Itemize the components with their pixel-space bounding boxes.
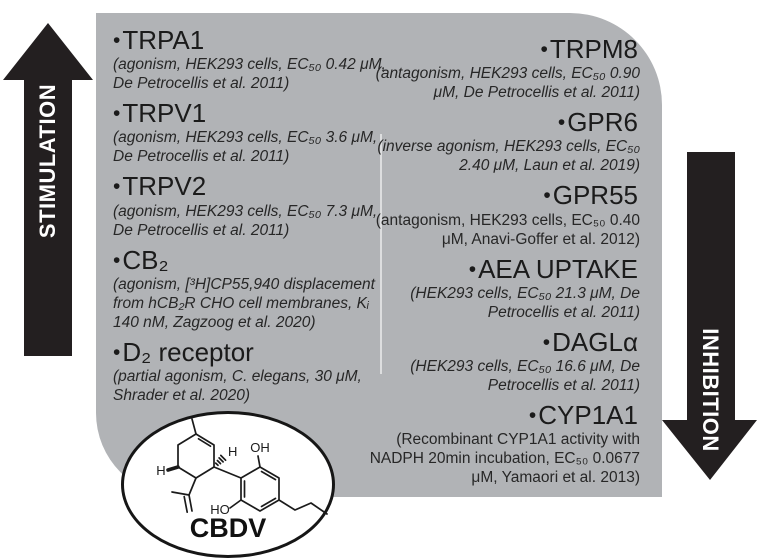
stimulation-label: STIMULATION (35, 83, 60, 239)
target-name-text: TRPM8 (549, 34, 638, 64)
bullet-icon: • (542, 330, 551, 354)
target-name: •TRPV2 (113, 172, 387, 201)
target-name-text: AEA UPTAKE (478, 253, 638, 284)
cbdv-ellipse: H H OH HO CBDV (121, 411, 335, 558)
target-detail: (HEK293 cells, EC₅₀ 16.6 μM, De Petrocel… (410, 358, 640, 395)
target-item-trpv1: •TRPV1 (agonism, HEK293 cells, EC₅₀ 3.6 … (113, 99, 387, 166)
target-name-text: DAGLα (552, 326, 638, 357)
target-name: •TRPA1 (113, 25, 387, 55)
target-name: •DAGLα (366, 326, 640, 357)
target-name: •GPR55 (366, 181, 640, 210)
target-name-text: TRPA1 (122, 25, 205, 55)
bullet-icon: • (113, 248, 121, 272)
target-item-trpm8: •TRPM8 (antagonism, HEK293 cells, EC₅₀ 0… (366, 34, 640, 102)
inhibition-arrow: INHIBITION (662, 152, 757, 480)
inhibition-target-list: •TRPM8 (antagonism, HEK293 cells, EC₅₀ 0… (366, 34, 640, 493)
bullet-icon: • (113, 29, 121, 52)
target-name: •CYP1A1 (366, 401, 640, 430)
target-detail: (agonism, HEK293 cells, EC₅₀ 7.3 μM, De … (113, 202, 378, 239)
target-detail: (Recombinant CYP1A1 activity with NADPH … (369, 431, 640, 487)
compound-name-label: CBDV (189, 513, 267, 543)
target-name: •D₂ receptor (113, 337, 387, 367)
stimulation-target-list: •TRPA1 (agonism, HEK293 cells, EC₅₀ 0.42… (113, 25, 387, 411)
target-name-text: TRPV1 (122, 98, 207, 129)
oh-top-label: OH (250, 440, 270, 455)
bullet-icon: • (468, 257, 477, 281)
target-name-text: TRPV2 (122, 171, 207, 202)
target-item-trpv2: •TRPV2 (agonism, HEK293 cells, EC₅₀ 7.3 … (113, 172, 387, 239)
target-detail: (HEK293 cells, EC₅₀ 21.3 μM, De Petrocel… (410, 284, 640, 321)
target-name: •TRPM8 (366, 34, 640, 64)
bullet-icon: • (543, 184, 551, 208)
bullet-icon: • (113, 102, 121, 126)
column-divider (380, 134, 382, 374)
target-item-dagl-alpha: •DAGLα (HEK293 cells, EC₅₀ 16.6 μM, De P… (366, 326, 640, 395)
target-detail: (antagonism, HEK293 cells, EC₅₀ 0.40 μM,… (375, 211, 640, 248)
bullet-icon: • (540, 38, 548, 61)
target-item-cyp1a1: •CYP1A1 (Recombinant CYP1A1 activity wit… (366, 401, 640, 487)
h-top-label: H (228, 444, 237, 459)
target-name: •CB₂ (113, 244, 387, 275)
target-item-gpr55: •GPR55 (antagonism, HEK293 cells, EC₅₀ 0… (366, 181, 640, 248)
target-name-text: CYP1A1 (538, 400, 638, 431)
target-item-d2-receptor: •D₂ receptor (partial agonism, C. elegan… (113, 337, 387, 405)
target-detail: (agonism, [³H]CP55,940 displacement from… (113, 275, 375, 331)
ho-bottom-label: HO (210, 502, 230, 517)
target-detail: (agonism, HEK293 cells, EC₅₀ 3.6 μM, De … (113, 129, 378, 166)
target-detail: (agonism, HEK293 cells, EC₅₀ 0.42 μM, De… (113, 56, 386, 93)
target-name-text: CB₂ (122, 244, 169, 275)
h-left-label: H (156, 463, 165, 478)
target-item-cb2: •CB₂ (agonism, [³H]CP55,940 displacement… (113, 244, 387, 332)
bullet-icon: • (557, 111, 566, 135)
target-item-gpr6: •GPR6 (inverse agonism, HEK293 cells, EC… (366, 108, 640, 175)
target-name: •AEA UPTAKE (366, 253, 640, 284)
target-name-text: D₂ receptor (122, 337, 254, 367)
bullet-icon: • (528, 404, 537, 428)
target-item-aea-uptake: •AEA UPTAKE (HEK293 cells, EC₅₀ 21.3 μM,… (366, 253, 640, 322)
bullet-icon: • (113, 175, 121, 199)
target-detail: (inverse agonism, HEK293 cells, EC₅₀ 2.4… (377, 138, 640, 175)
bullet-icon: • (113, 341, 121, 364)
cbdv-structure-icon: H H OH HO (156, 418, 328, 517)
target-detail: (antagonism, HEK293 cells, EC₅₀ 0.90 μM,… (375, 65, 640, 102)
target-item-trpa1: •TRPA1 (agonism, HEK293 cells, EC₅₀ 0.42… (113, 25, 387, 93)
target-name: •GPR6 (366, 108, 640, 137)
stimulation-arrow: STIMULATION (3, 23, 93, 356)
target-name: •TRPV1 (113, 99, 387, 128)
target-detail: (partial agonism, C. elegans, 30 μM, Shr… (113, 368, 362, 405)
inhibition-label: INHIBITION (697, 328, 723, 452)
target-name-text: GPR6 (567, 107, 638, 138)
target-name-text: GPR55 (552, 180, 638, 211)
